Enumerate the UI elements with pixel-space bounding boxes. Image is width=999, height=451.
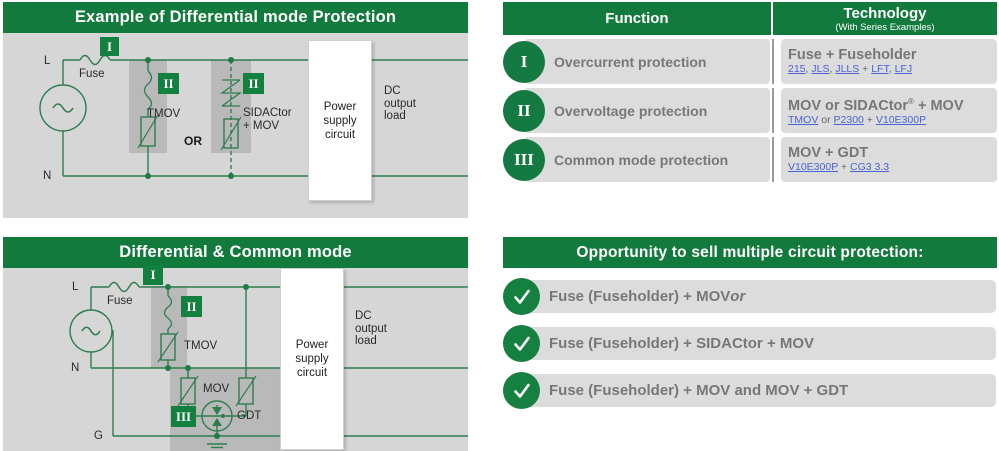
technology-name: MOV + GDT (788, 145, 869, 161)
row-numeral-badge: III (503, 138, 545, 181)
series-separator: , (888, 63, 895, 75)
differential-mode-diagram-panel: Example of Differential mode Protection (3, 2, 468, 218)
technology-series-examples: TMOV or P2300 + V10E300P (788, 114, 997, 127)
table-header-row: Function Technology (With Series Example… (503, 2, 997, 35)
diagram1-label-sidactor: SIDACtor + MOV (243, 107, 292, 132)
check-icon (503, 278, 540, 315)
diagram1-label-tmov: TMOV (147, 108, 181, 120)
opportunity-item-label: Fuse (Fuseholder) + MOV or (521, 280, 996, 313)
series-link[interactable]: LFT (871, 63, 889, 75)
diagram2-chip-1: I (143, 265, 163, 285)
table-header-function: Function (503, 2, 771, 35)
technology-name: Fuse + Fuseholder (788, 47, 917, 63)
series-link[interactable]: 215 (788, 63, 806, 75)
diagram2-label-dc-load: DC output load (355, 310, 387, 348)
opportunity-list: Fuse (Fuseholder) + MOV or Fuse (Fusehold… (503, 278, 997, 409)
diagram2-chip-3: III (171, 406, 196, 427)
series-link[interactable]: TMOV (788, 113, 819, 126)
diagram2-label-G: G (94, 430, 103, 442)
diagram1-chip-2: II (158, 73, 179, 94)
diagram2-label-gdt: GDT (237, 410, 262, 422)
check-icon (503, 325, 540, 362)
series-link[interactable]: P2300 (833, 113, 864, 126)
technology-series-examples: V10E300P + CG3 3.3 (788, 161, 997, 174)
opportunity-panel: Opportunity to sell multiple circuit pro… (503, 237, 997, 409)
row-function-label: Common mode protection (524, 137, 770, 182)
diagram2-power-supply-box: Power supply circuit (280, 268, 344, 450)
opportunity-item-label: Fuse (Fuseholder) + SIDACtor + MOV (521, 327, 996, 360)
diagram2-label-fuse: Fuse (107, 295, 133, 307)
column-divider (772, 137, 774, 182)
series-link[interactable]: LFJ (894, 63, 913, 75)
series-separator: + (859, 63, 872, 75)
series-link[interactable]: CG3 3.3 (850, 161, 890, 173)
diagram2-body: I II III L N G Fuse TMOV MOV GDT DC outp… (3, 265, 468, 451)
series-link[interactable]: V10E300P (788, 161, 839, 173)
differential-common-mode-diagram-panel: Differential & Common mode (3, 237, 468, 451)
table-header-technology-label: Technology (843, 4, 927, 22)
series-separator: , (805, 63, 812, 75)
series-separator: , (829, 63, 836, 75)
series-separator: or (818, 113, 834, 126)
column-divider (772, 88, 774, 133)
diagram1-label-dc-load: DC output load (384, 85, 416, 123)
table-header-technology: Technology (With Series Examples) (770, 2, 997, 35)
diagram1-chip-1: I (100, 37, 119, 56)
diagram2-label-tmov: TMOV (184, 340, 218, 352)
opportunity-item: Fuse (Fuseholder) + SIDACtor + MOV (503, 325, 997, 362)
diagram2-label-N: N (71, 362, 80, 374)
diagram2-label-mov: MOV (203, 383, 230, 395)
diagram1-body: I II II L N Fuse TMOV SIDACtor + MOV OR … (3, 33, 468, 218)
diagram1-label-N: N (43, 170, 52, 182)
opportunity-item: Fuse (Fuseholder) + MOV and MOV + GDT (503, 372, 997, 409)
diagram2-label-L: L (72, 281, 79, 293)
series-separator: + (863, 113, 876, 126)
diagram1-label-fuse: Fuse (79, 68, 105, 80)
diagram2-chip-2: II (181, 296, 202, 317)
series-link[interactable]: JLS (811, 63, 830, 75)
opportunity-title: Opportunity to sell multiple circuit pro… (503, 237, 997, 268)
technology-series-examples: 215, JLS, JLLS + LFT, LFJ (788, 63, 997, 76)
opportunity-item-emphasis: or (730, 288, 746, 305)
function-technology-table: Function Technology (With Series Example… (503, 2, 997, 182)
diagram1-label-L: L (44, 55, 51, 67)
series-separator: + (838, 161, 850, 173)
series-link[interactable]: V10E300P (875, 113, 927, 126)
diagram1-svg (39, 54, 468, 179)
table-header-technology-sublabel: (With Series Examples) (835, 21, 935, 33)
row-numeral-badge: II (503, 89, 545, 132)
row-numeral-badge: I (503, 40, 545, 83)
opportunity-item: Fuse (Fuseholder) + MOV or (503, 278, 997, 315)
row-function-label: Overvoltage protection (524, 88, 770, 133)
check-icon (503, 372, 540, 409)
diagram2-svg (69, 281, 468, 451)
diagram1-title: Example of Differential mode Protection (3, 2, 468, 33)
row-function-label: Overcurrent protection (524, 39, 770, 84)
opportunity-item-label: Fuse (Fuseholder) + MOV and MOV + GDT (521, 374, 996, 407)
diagram2-title: Differential & Common mode (3, 237, 468, 268)
diagram1-chip-3: II (243, 73, 264, 94)
technology-name: MOV or SIDACtor® + MOV (788, 97, 964, 114)
registered-trademark-icon: ® (908, 97, 914, 107)
diagram1-label-or: OR (184, 134, 202, 148)
table-header-function-label: Function (605, 10, 669, 27)
diagram1-power-supply-box: Power supply circuit (308, 40, 372, 201)
column-divider (772, 39, 774, 84)
series-link[interactable]: JLLS (835, 63, 860, 75)
